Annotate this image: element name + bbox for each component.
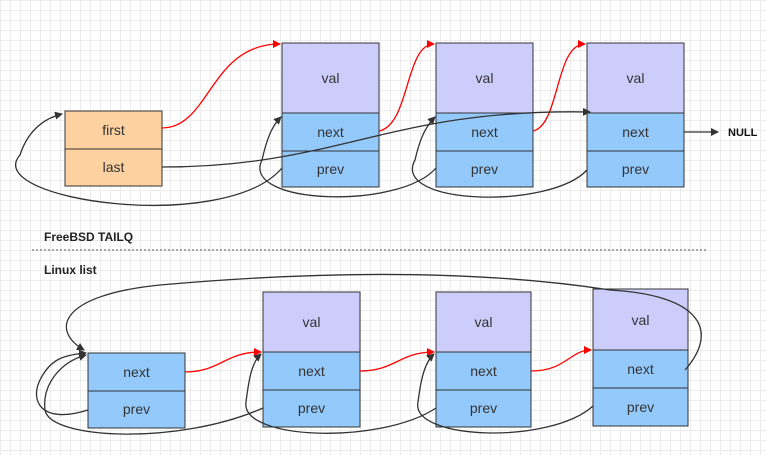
linux-node-2-next-box: [435, 351, 532, 391]
linux-node-1-prev-box: [262, 389, 361, 428]
linux-prev-loop-head: [35, 349, 89, 416]
linux-next-arrow-1: [184, 348, 262, 373]
linux-prev-loop-1: [44, 352, 264, 435]
tailq-head-last-label: last: [103, 159, 125, 175]
tailq-node-2: val next prev: [435, 42, 534, 188]
tailq-next-arrow-1: [378, 40, 435, 132]
linux-node-2-val-label: val: [475, 314, 493, 330]
linux-node-1: val next prev: [262, 291, 361, 428]
tailq-node-1: val next prev: [281, 42, 380, 188]
linux-node-2: val next prev: [435, 291, 532, 428]
linux-head-next-box: [87, 352, 186, 392]
tailq-node-3-val-label: val: [627, 70, 645, 86]
tailq-prev-loop-2: [259, 116, 437, 198]
tailq-head: first last: [64, 110, 163, 187]
tailq-prev-loop-3: [411, 116, 588, 198]
tailq-node-2-prev-label: prev: [471, 161, 498, 177]
linux-prev-loop-2: [245, 353, 437, 434]
tailq-node-1-next-box: [281, 112, 380, 152]
linux-next-arrow-3: [530, 346, 592, 372]
tailq-head-first-label: first: [102, 122, 125, 138]
tailq-last-arrow: [161, 107, 591, 168]
linux-head-next-label: next: [123, 364, 150, 380]
linux-node-3-next-box: [592, 349, 689, 389]
linux-node-1-val-label: val: [303, 314, 321, 330]
tailq-node-3-next-box: [586, 112, 685, 152]
tailq-null-label: NULL: [728, 127, 758, 139]
linux-head-prev-box: [87, 390, 186, 429]
tailq-node-2-val-box: [435, 42, 534, 114]
linux-node-3-val-label: val: [632, 312, 650, 328]
linux-next-arrow-2: [359, 348, 435, 372]
tailq-node-3-prev-box: [586, 150, 685, 188]
tailq-node-3-next-label: next: [622, 124, 649, 140]
linux-section: next prev val next prev val next prev va…: [35, 273, 702, 435]
tailq-node-3-prev-label: prev: [622, 161, 649, 177]
tailq-prev-loop-1: [15, 111, 283, 206]
tailq-node-1-val-label: val: [322, 70, 340, 86]
linux-node-3-prev-box: [592, 387, 689, 427]
linux-section-label: Linux list: [44, 263, 97, 277]
tailq-section: first last val next prev val next prev v…: [15, 40, 758, 206]
tailq-node-2-val-label: val: [476, 70, 494, 86]
tailq-section-label: FreeBSD TAILQ: [44, 230, 133, 244]
linux-node-3-next-label: next: [627, 361, 654, 377]
tailq-node-3: val next prev: [586, 42, 685, 188]
linux-head: next prev: [87, 352, 186, 429]
tailq-node-1-prev-box: [281, 150, 380, 188]
tailq-first-arrow: [161, 40, 281, 129]
linux-node-2-prev-label: prev: [470, 400, 497, 416]
tailq-node-1-prev-label: prev: [317, 161, 344, 177]
linux-prev-loop-3: [417, 353, 594, 434]
linux-node-2-prev-box: [435, 389, 532, 428]
tailq-head-first-box: [64, 110, 163, 150]
linux-node-2-val-box: [435, 291, 532, 353]
tailq-node-1-next-label: next: [317, 124, 344, 140]
linux-wrap-next-arrow: [65, 273, 702, 371]
linux-node-3-val-box: [592, 288, 689, 351]
linux-head-prev-label: prev: [123, 401, 150, 417]
linux-node-2-next-label: next: [470, 363, 497, 379]
tailq-node-2-prev-box: [435, 150, 534, 188]
tailq-next-arrow-2: [532, 40, 586, 132]
tailq-head-last-box: [64, 148, 163, 187]
linux-node-1-next-label: next: [298, 363, 325, 379]
linux-node-3: val next prev: [592, 288, 689, 427]
tailq-node-2-next-label: next: [471, 124, 498, 140]
linux-node-3-prev-label: prev: [627, 399, 654, 415]
tailq-node-1-val-box: [281, 42, 380, 114]
linux-node-1-prev-label: prev: [298, 400, 325, 416]
linux-node-1-val-box: [262, 291, 361, 353]
